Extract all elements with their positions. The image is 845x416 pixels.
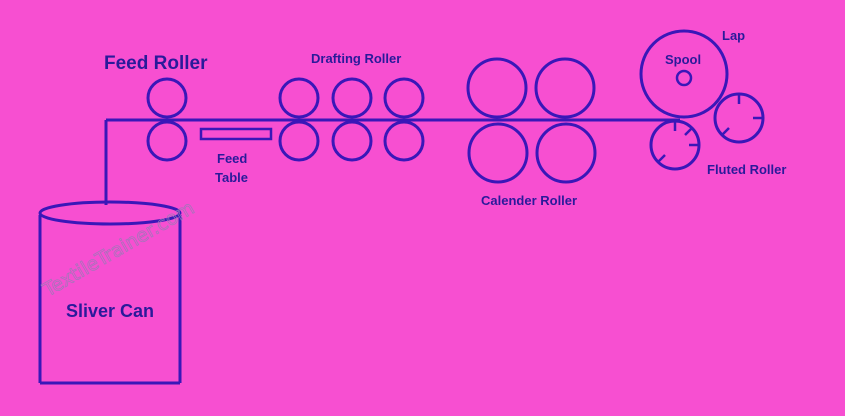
calender-roller-label: Calender Roller	[481, 193, 577, 208]
spool-label: Spool	[665, 52, 701, 67]
lap-label: Lap	[722, 28, 745, 43]
drafting-rollers	[278, 77, 425, 162]
fluted-roller-1	[649, 119, 701, 171]
feed-roller-bottom	[146, 120, 188, 162]
drafting-roller-bottom-1	[278, 120, 320, 162]
sliver-can-label: Sliver Can	[66, 301, 154, 321]
feed-rollers	[146, 77, 188, 162]
feed-roller-top	[146, 77, 188, 119]
calender-roller-bottom-1	[467, 122, 529, 184]
fluted-roller-2	[713, 92, 765, 144]
calender-roller-bottom-2	[535, 122, 597, 184]
feed-table-label-line2: Table	[215, 170, 248, 185]
feed-table	[199, 127, 273, 141]
calender-roller-top-1	[466, 57, 528, 119]
drafting-roller-bottom-2	[331, 120, 373, 162]
drafting-roller-top-2	[331, 77, 373, 119]
drafting-roller-top-1	[278, 77, 320, 119]
fluted-roller-label: Fluted Roller	[707, 162, 786, 177]
spool-core	[675, 69, 693, 87]
feed-roller-label: Feed Roller	[104, 53, 208, 74]
drafting-roller-label: Drafting Roller	[311, 51, 401, 66]
drafting-roller-bottom-3	[383, 120, 425, 162]
feed-table-label-line1: Feed	[217, 151, 247, 166]
lap	[639, 29, 729, 119]
drafting-roller-top-3	[383, 77, 425, 119]
sliver-can	[38, 200, 182, 385]
calender-roller-top-2	[534, 57, 596, 119]
watermark-text: TextileTrainer.com	[39, 197, 199, 302]
calender-rollers	[466, 57, 597, 184]
